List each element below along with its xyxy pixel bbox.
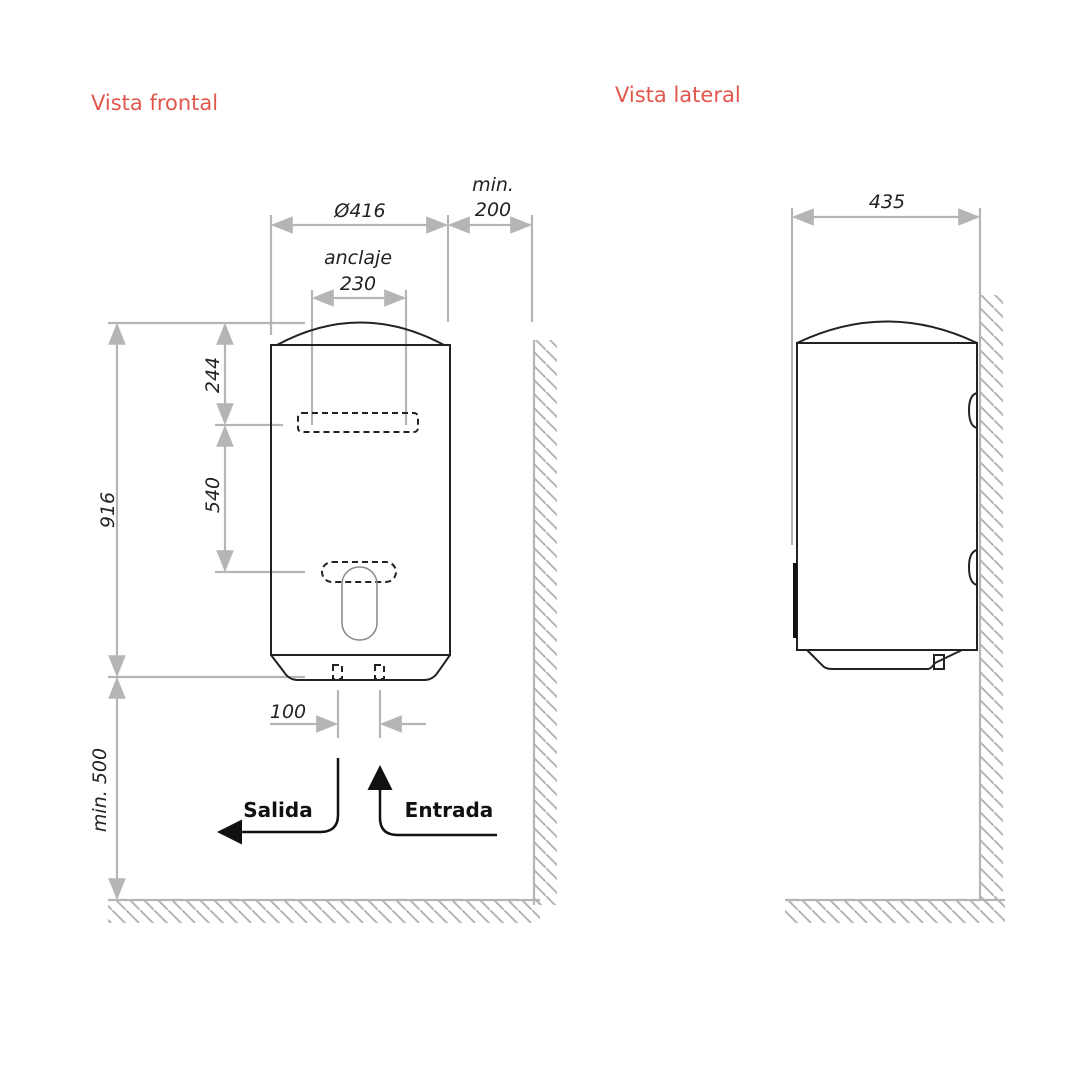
depth-label: 435 <box>869 191 905 213</box>
outlet-label: Salida <box>243 798 312 822</box>
anchor-value: 230 <box>340 273 376 295</box>
pipe-spacing-label: 100 <box>270 701 306 723</box>
outlet-arrow <box>217 758 340 845</box>
side-view: 435 <box>785 191 1005 923</box>
total-height-label: 916 <box>97 492 119 528</box>
floor-hatching <box>108 898 540 923</box>
dim-244-label: 244 <box>202 357 224 393</box>
wall-hatching <box>532 340 557 905</box>
side-wall-hatching <box>981 295 1003 905</box>
inlet-label: Entrada <box>405 798 494 822</box>
min-clearance-value: 200 <box>475 199 511 221</box>
inlet-arrow <box>367 765 497 837</box>
diameter-label: Ø416 <box>333 200 385 222</box>
front-view-title: Vista frontal <box>91 91 218 115</box>
anchor-label: anclaje <box>324 247 392 269</box>
side-view-title: Vista lateral <box>615 83 741 107</box>
min-floor-label: min. 500 <box>89 748 111 832</box>
min-clearance-label: min. <box>472 174 514 196</box>
side-floor-hatching <box>785 901 1005 923</box>
tank-front <box>270 321 451 681</box>
dim-540-label: 540 <box>202 477 224 513</box>
front-view: Ø416 min. 200 anclaje 230 916 244 540 mi… <box>89 174 557 923</box>
tank-side <box>793 320 978 670</box>
